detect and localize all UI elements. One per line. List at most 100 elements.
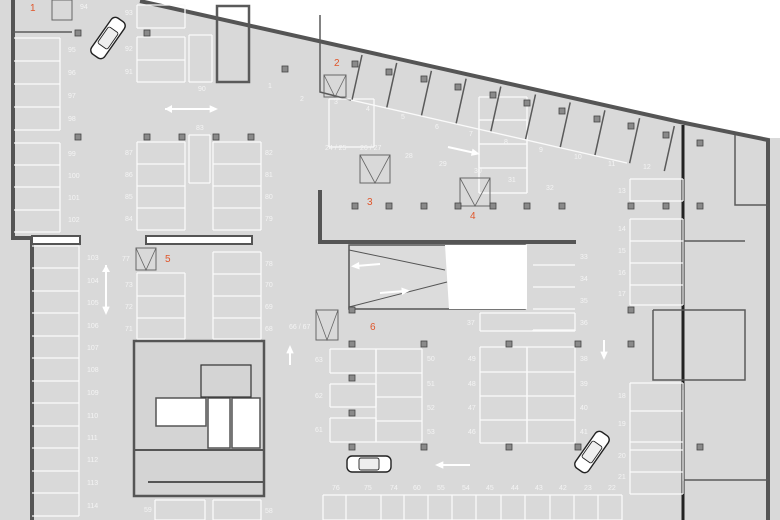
spot-number: 71 bbox=[125, 326, 133, 333]
spot-number: 95 bbox=[68, 47, 76, 54]
pillar-icon bbox=[505, 443, 513, 451]
parking-stalls bbox=[14, 0, 684, 520]
spot-number: 86 bbox=[125, 172, 133, 179]
spot-number: 34 bbox=[580, 276, 588, 283]
spot-number: 69 bbox=[265, 304, 273, 311]
spot-number: 58 bbox=[265, 508, 273, 515]
spot-number: 102 bbox=[68, 217, 80, 224]
pillar-icon bbox=[420, 202, 428, 210]
spot-number: 23 bbox=[584, 485, 592, 492]
pillar-icon bbox=[505, 340, 513, 348]
spot-number: 38 bbox=[580, 356, 588, 363]
pillar-icon bbox=[351, 60, 359, 68]
spot-number: 19 bbox=[618, 421, 626, 428]
spot-number: 70 bbox=[265, 282, 273, 289]
spot-number: 92 bbox=[125, 46, 133, 53]
spot-number: 79 bbox=[265, 216, 273, 223]
pillar-icon bbox=[696, 202, 704, 210]
spot-number: 74 bbox=[390, 485, 398, 492]
spot-number: 76 bbox=[332, 485, 340, 492]
spot-number: 112 bbox=[87, 457, 98, 464]
spot-number: 54 bbox=[462, 485, 470, 492]
spot-number: 83 bbox=[196, 125, 204, 132]
pillar-icon bbox=[454, 83, 462, 91]
spot-number: 110 bbox=[87, 413, 98, 420]
direction-arrow-icon bbox=[102, 306, 110, 315]
pillar-icon bbox=[351, 202, 359, 210]
car-icon bbox=[574, 430, 610, 474]
pillar-icon bbox=[348, 409, 356, 417]
spot-numbers: 9495969798991001011021031041051061071081… bbox=[68, 4, 651, 515]
direction-arrow-icon bbox=[355, 263, 381, 267]
pillar-icon bbox=[420, 443, 428, 451]
spot-number: 106 bbox=[87, 323, 99, 330]
spot-number: 41 bbox=[580, 429, 588, 436]
pillar-icon bbox=[420, 340, 428, 348]
spot-number: 107 bbox=[87, 345, 99, 352]
spot-number: 72 bbox=[125, 304, 133, 311]
spot-number: 113 bbox=[87, 480, 98, 487]
pillar-icon bbox=[558, 107, 566, 115]
car-icon bbox=[346, 455, 392, 473]
stall-line bbox=[350, 99, 628, 164]
pillar-icon bbox=[348, 306, 356, 314]
zone-number: 1 bbox=[30, 3, 36, 14]
spot-number: 22 bbox=[608, 485, 616, 492]
spot-number: 30 bbox=[474, 168, 482, 175]
spot-number: 73 bbox=[125, 282, 133, 289]
spot-number: 16 bbox=[618, 270, 626, 277]
spot-number: 104 bbox=[87, 278, 99, 285]
stall-divider bbox=[594, 110, 606, 156]
spot-number: 24 / 25 bbox=[325, 145, 347, 152]
ramp bbox=[348, 244, 527, 310]
spot-number: 75 bbox=[364, 485, 372, 492]
spot-number: 26 / 27 bbox=[360, 145, 382, 152]
spot-number: 82 bbox=[265, 150, 273, 157]
stall-divider bbox=[351, 54, 363, 101]
pillar-icon bbox=[574, 340, 582, 348]
zone-number: 4 bbox=[470, 211, 476, 222]
pillar-icon bbox=[281, 65, 289, 73]
spot-number: 12 bbox=[643, 164, 651, 171]
spot-number: 9 bbox=[539, 147, 543, 154]
stall-divider bbox=[663, 125, 676, 172]
direction-arrow-icon bbox=[286, 345, 294, 354]
spot-number: 59 bbox=[144, 507, 152, 514]
spot-number: 94 bbox=[80, 4, 88, 11]
spot-number: 98 bbox=[68, 116, 76, 123]
spot-number: 66 / 67 bbox=[289, 324, 311, 331]
cars bbox=[90, 16, 610, 474]
spot-number: 14 bbox=[618, 226, 626, 233]
spot-number: 47 bbox=[468, 405, 476, 412]
pillar-icon bbox=[489, 91, 497, 99]
spot-number: 61 bbox=[315, 427, 323, 434]
direction-arrow-icon bbox=[209, 105, 218, 113]
spot-number: 3 bbox=[334, 99, 338, 106]
spot-number: 1 bbox=[268, 83, 272, 90]
spot-number: 100 bbox=[68, 173, 80, 180]
zone-number: 5 bbox=[165, 254, 171, 265]
spot-number: 11 bbox=[608, 161, 615, 168]
stall-divider bbox=[490, 86, 502, 132]
lift-platform-icon bbox=[315, 309, 339, 342]
spot-number: 93 bbox=[125, 10, 133, 17]
spot-number: 6 bbox=[435, 124, 439, 131]
pillar-icon bbox=[454, 202, 462, 210]
pillar-icon bbox=[420, 75, 428, 83]
spot-number: 43 bbox=[535, 485, 543, 492]
lift-platform-icon bbox=[459, 177, 491, 207]
spot-number: 105 bbox=[87, 300, 99, 307]
direction-arrows bbox=[102, 105, 608, 469]
spot-number: 17 bbox=[618, 291, 626, 298]
pillar-icon bbox=[627, 122, 635, 130]
pillar-icon bbox=[627, 306, 635, 314]
spot-number: 46 bbox=[468, 429, 476, 436]
pillar-icon bbox=[348, 340, 356, 348]
lift-platform-icon bbox=[323, 74, 347, 98]
spot-number: 91 bbox=[125, 69, 133, 76]
car-icon bbox=[90, 16, 126, 60]
spot-number: 45 bbox=[486, 485, 494, 492]
spot-number: 68 bbox=[265, 326, 273, 333]
pillar-icon bbox=[348, 374, 356, 382]
